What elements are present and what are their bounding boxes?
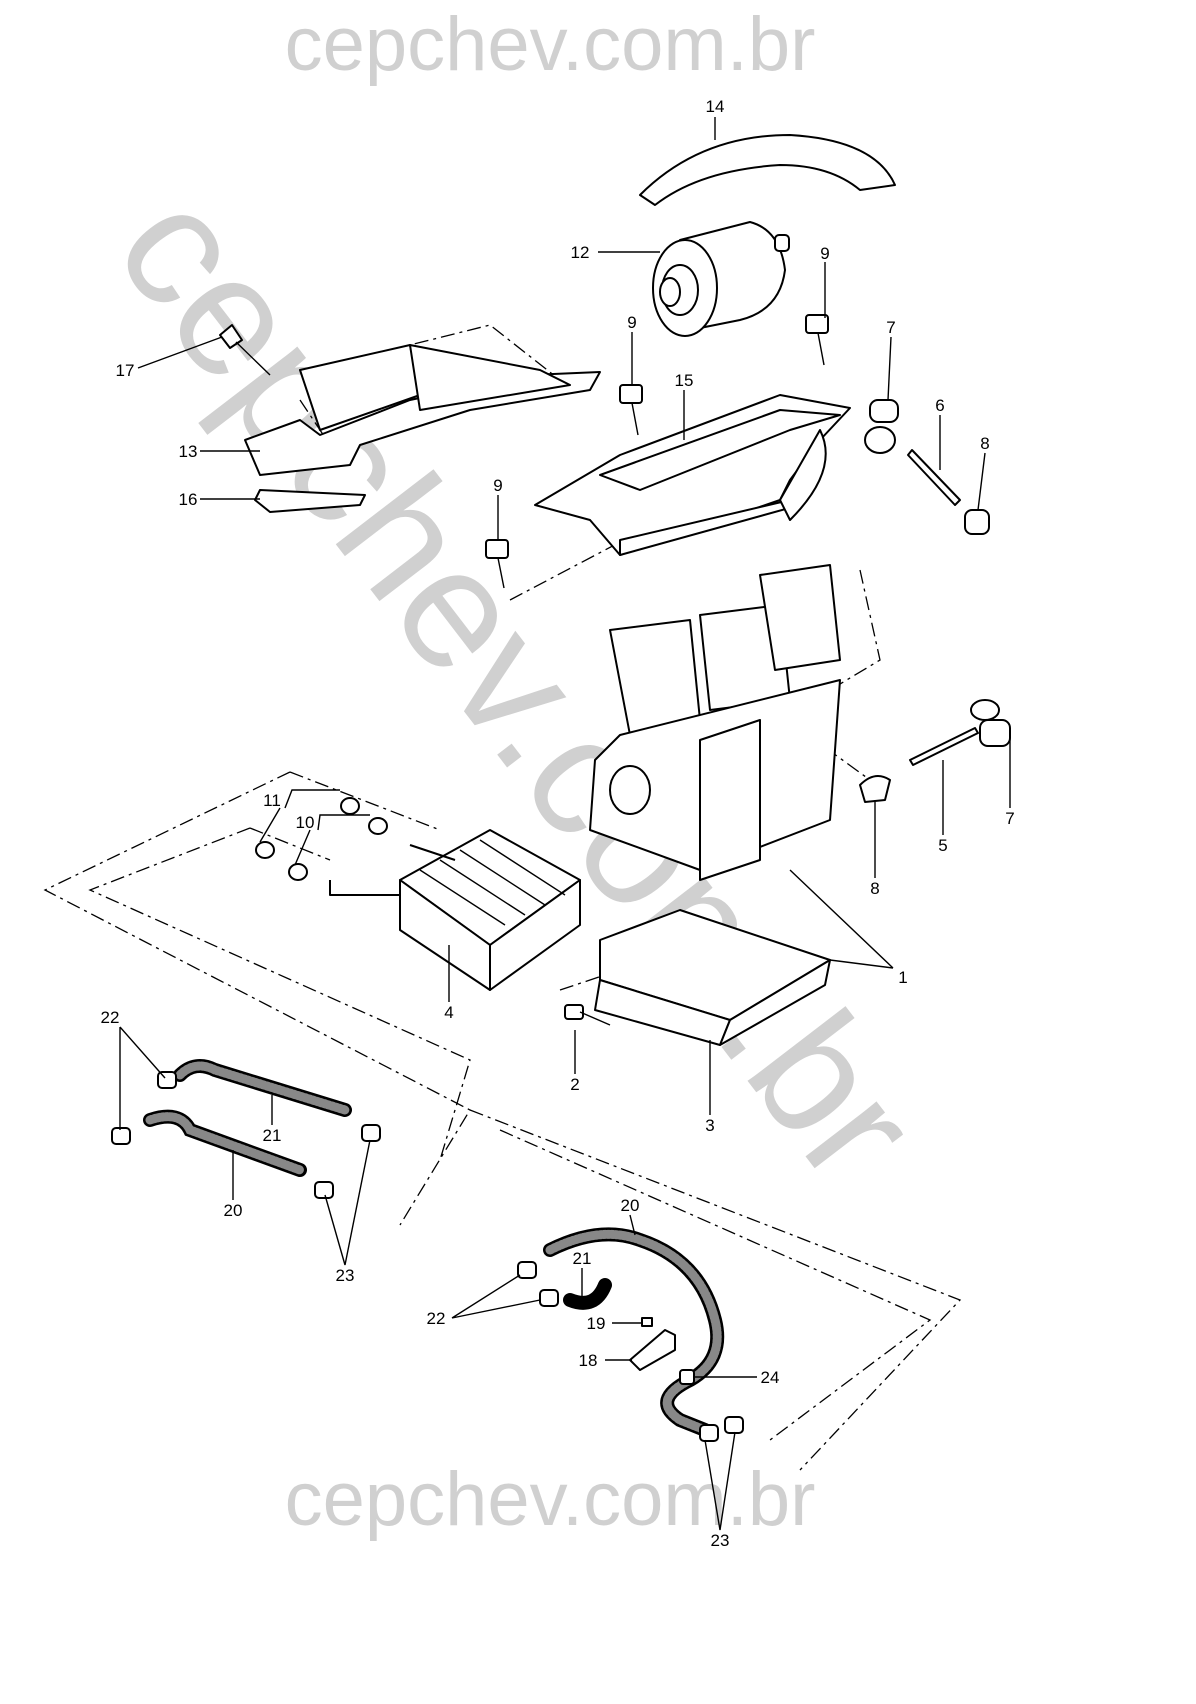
callout-20: 20 [621, 1196, 640, 1215]
clips [859, 399, 1011, 803]
callout-17: 17 [116, 361, 135, 380]
callout-5: 5 [938, 836, 947, 855]
callout-1: 1 [898, 968, 907, 987]
callout-18: 18 [579, 1351, 598, 1370]
screw-17 [219, 324, 271, 376]
callout-6: 6 [935, 396, 944, 415]
callout-4: 4 [444, 1003, 453, 1022]
screw-9 [485, 314, 829, 589]
hoses-right [517, 1227, 744, 1442]
callout-23: 23 [711, 1531, 730, 1550]
callout-8: 8 [980, 434, 989, 453]
callout-7: 7 [1005, 809, 1014, 828]
callout-3: 3 [705, 1116, 714, 1135]
callout-24: 24 [761, 1368, 780, 1387]
watermark-bottom: cepchev.com.br [285, 1457, 816, 1542]
screw-2 [564, 1004, 611, 1026]
rod-5 [909, 727, 979, 766]
callout-13: 13 [179, 442, 198, 461]
callout-12: 12 [571, 243, 590, 262]
callout-labels: 14 12 9 9 7 17 15 6 8 13 16 9 11 10 7 5 … [101, 97, 1015, 1550]
callout-15: 15 [675, 371, 694, 390]
blower-motor [652, 221, 790, 337]
callout-8: 8 [870, 879, 879, 898]
watermark-top: cepchev.com.br [285, 2, 816, 87]
air-duct [244, 344, 601, 476]
duct-seal [254, 489, 366, 513]
callout-22: 22 [427, 1309, 446, 1328]
callout-20: 20 [224, 1201, 243, 1220]
callout-23: 23 [336, 1266, 355, 1285]
heater-case [589, 564, 841, 1046]
callout-9: 9 [820, 244, 829, 263]
hoses-left [111, 1059, 381, 1199]
washers [255, 797, 388, 881]
callout-14: 14 [706, 97, 725, 116]
callout-22: 22 [101, 1008, 120, 1027]
leader-lines [119, 117, 1011, 1531]
callout-16: 16 [179, 490, 198, 509]
callout-10: 10 [296, 813, 315, 832]
assembly-lines [43, 324, 962, 1471]
blower-cover [639, 134, 896, 206]
blower-housing [534, 394, 851, 556]
callout-9: 9 [493, 476, 502, 495]
callout-21: 21 [263, 1126, 282, 1145]
callout-7: 7 [886, 318, 895, 337]
rod-6 [907, 449, 961, 506]
heater-core [329, 829, 581, 991]
callout-9: 9 [627, 313, 636, 332]
callout-21: 21 [573, 1249, 592, 1268]
callout-19: 19 [587, 1314, 606, 1333]
callout-11: 11 [263, 791, 281, 810]
callout-2: 2 [570, 1075, 579, 1094]
